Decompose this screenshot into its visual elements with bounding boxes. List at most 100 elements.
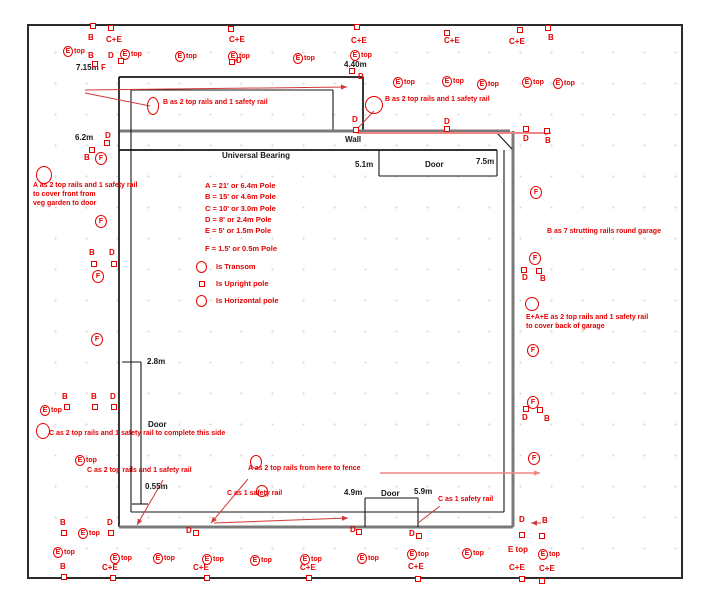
circled-e-icon: E [75, 455, 85, 467]
pole-label: B [62, 392, 68, 401]
annotation-text: to cover front from [33, 191, 96, 198]
upright-pole-square [353, 127, 359, 133]
upright-pole-square [354, 24, 360, 30]
dimension-label: 4.9m [344, 488, 363, 497]
upright-pole-square [193, 530, 199, 536]
pole-label: C+E [106, 35, 122, 44]
circled-e-icon: E [300, 554, 310, 566]
dimension-label: 7.15m [76, 63, 99, 72]
upright-pole-square [356, 529, 362, 535]
upright-pole-square [519, 532, 525, 538]
e-top-word: top [86, 457, 97, 465]
upright-pole-square [89, 147, 95, 153]
legend-transom-circle [196, 261, 207, 273]
upright-pole-square [229, 59, 235, 65]
annotation-text: C as 2 top rails and 1 safety rail [87, 467, 192, 474]
e-top-plain-label: E top [508, 545, 528, 554]
annotation-text: A as 2 top rails from here to fence [248, 465, 361, 472]
dimension-label: 7.5m [476, 157, 495, 166]
pole-label: B [544, 414, 550, 423]
annotation-text: B as 7 strutting rails round garage [547, 228, 661, 235]
annotation-arrow-line [84, 92, 151, 107]
e-top-word: top [361, 52, 372, 60]
pole-ellipse [147, 97, 159, 115]
dimension-label: 5.9m [414, 487, 433, 496]
transom-circle: F [91, 333, 103, 346]
upright-pole-square [228, 26, 234, 32]
pole-label: D [350, 525, 356, 534]
e-top-word: top [131, 51, 142, 59]
circled-e-icon: E [477, 79, 487, 91]
e-top-word: top [473, 550, 484, 558]
legend-symbol-label: Is Horizontal pole [216, 296, 279, 305]
e-top-word: top [533, 79, 544, 87]
pole-label: D [522, 273, 528, 282]
pole-label: B [88, 51, 94, 60]
circled-e-icon: E [153, 553, 163, 565]
e-top-word: top [213, 556, 224, 564]
dimension-label: 0.55m [145, 482, 168, 491]
upright-pole-square [537, 407, 543, 413]
upright-pole-square [91, 261, 97, 267]
pole-label: C+E [509, 37, 525, 46]
pole-label: C+E [102, 563, 118, 572]
pole-label: B [88, 33, 94, 42]
circled-e-icon: E [442, 76, 452, 88]
e-top-word: top [51, 407, 62, 415]
upright-pole-square [64, 404, 70, 410]
e-top-word: top [121, 555, 132, 563]
pole-label: B [540, 274, 546, 283]
upright-pole-square [108, 25, 114, 31]
upright-pole-square [61, 574, 67, 580]
pole-label: B [60, 518, 66, 527]
upright-pole-square [108, 530, 114, 536]
wall-line [496, 132, 513, 150]
pole-label: D [105, 131, 111, 140]
upright-pole-square [61, 530, 67, 536]
pole-label: D [107, 518, 113, 527]
annotation-text: to cover back of garage [526, 323, 605, 330]
grid-dots-background [28, 25, 682, 578]
pole-label: D [522, 413, 528, 422]
circled-e-icon: E [538, 549, 548, 561]
upright-pole-square [111, 404, 117, 410]
legend-pole-size: C = 10' or 3.0m Pole [205, 203, 276, 213]
circled-e-icon: E [407, 549, 417, 561]
upright-pole-square [544, 128, 550, 134]
e-top-word: top [89, 530, 100, 538]
e-top-word: top [74, 48, 85, 56]
upright-pole-square [539, 578, 545, 584]
annotation-arrow-line [210, 478, 249, 524]
dimension-label: Door [148, 420, 167, 429]
dimension-label: 4.40m [344, 60, 367, 69]
e-top-word: top [186, 53, 197, 61]
circled-e-icon: E [553, 78, 563, 90]
transom-circle: F [530, 186, 542, 199]
upright-pole-square [444, 30, 450, 36]
e-top-word: top [564, 80, 575, 88]
transom-circle: F [95, 215, 107, 228]
pole-label: D [186, 526, 192, 535]
annotation-text: E+A+E as 2 top rails and 1 safety rail [526, 314, 649, 321]
e-top-word: top [453, 78, 464, 86]
legend-pole-size: A = 21' or 6.4m Pole [205, 181, 276, 190]
e-top-word: top [404, 79, 415, 87]
upright-pole-square [415, 576, 421, 582]
pole-ellipse [365, 96, 383, 114]
e-top-word: top [304, 55, 315, 63]
legend-pole-size: D = 8' or 2.4m Pole [205, 214, 272, 224]
pole-label: C+E [509, 563, 525, 572]
pole-label: C+E [444, 36, 460, 45]
dimension-label: Universal Bearing [222, 151, 291, 160]
